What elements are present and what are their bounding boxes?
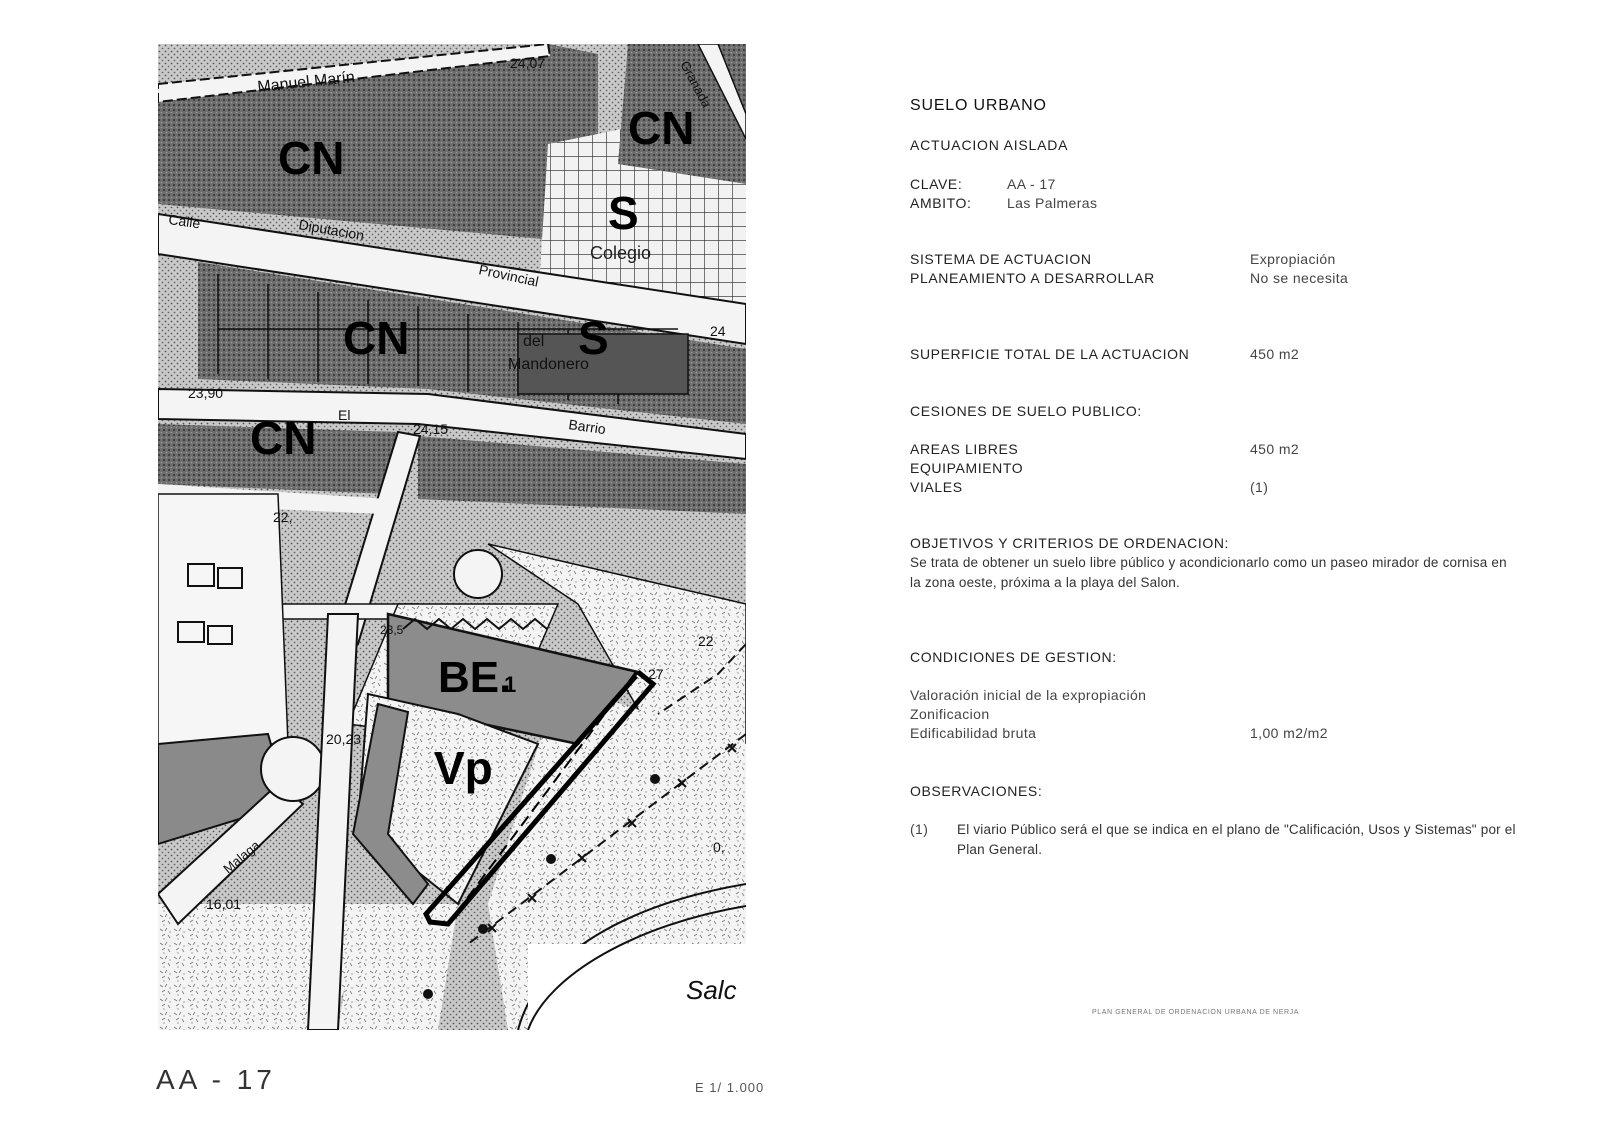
zone-label-cn-1: CN	[278, 132, 344, 184]
zone-label-vp: Vp	[434, 742, 493, 794]
clave-label: CLAVE:	[910, 176, 963, 192]
planeamiento-value: No se necesita	[1250, 270, 1349, 286]
observacion-number: (1)	[910, 821, 929, 837]
elevation-label: 22,	[273, 509, 292, 525]
elevation-label: 0,	[713, 839, 725, 855]
street-label-calle: Calle	[168, 211, 202, 231]
map-scale: E 1/ 1.000	[695, 1080, 765, 1095]
viales-value: (1)	[1250, 479, 1269, 495]
objetivos-label: OBJETIVOS Y CRITERIOS DE ORDENACION:	[910, 535, 1230, 551]
street-label-salon: Salc	[686, 975, 737, 1005]
sistema-value: Expropiación	[1250, 251, 1336, 267]
elevation-label: 24	[710, 323, 726, 339]
observaciones-label: OBSERVACIONES:	[910, 783, 1043, 799]
sistema-label: SISTEMA DE ACTUACION	[910, 251, 1092, 267]
observacion-text: El viario Público será el que se indica …	[957, 822, 1516, 857]
zone-label-be-sub: 1	[504, 672, 516, 697]
zone-label-cn-4: CN	[250, 412, 316, 464]
areas-libres-label: AREAS LIBRES	[910, 441, 1019, 457]
ambito-value: Las Palmeras	[1007, 195, 1098, 211]
ficha-subtitle: ACTUACION AISLADA	[910, 137, 1069, 153]
zone-label-be: BE.	[438, 653, 511, 702]
site-plan-map: Manuel Marín Granada Calle Diputacion Pr…	[158, 44, 746, 1030]
place-label-colegio: Colegio	[590, 243, 651, 263]
zone-label-s-1: S	[608, 187, 639, 239]
elevation-label: 23,90	[188, 385, 223, 401]
equipamiento-label: EQUIPAMIENTO	[910, 460, 1024, 476]
place-label-del: del	[523, 333, 544, 350]
street-label-barrio: Barrio	[568, 416, 607, 437]
ficha-title: SUELO URBANO	[910, 97, 1047, 114]
elevation-label: 23,5	[380, 623, 404, 637]
plan-footer: PLAN GENERAL DE ORDENACION URBANA DE NER…	[1092, 1009, 1299, 1016]
planeamiento-label: PLANEAMIENTO A DESARROLLAR	[910, 270, 1155, 286]
elevation-label: 20,23	[326, 731, 361, 747]
street-label-el: El	[338, 407, 350, 423]
elevation-label: 16,01	[206, 896, 241, 912]
zone-label-s-2: S	[578, 312, 609, 364]
areas-libres-value: 450 m2	[1250, 441, 1300, 457]
clave-value: AA - 17	[1007, 176, 1056, 192]
zone-label-cn-2: CN	[628, 102, 694, 154]
objetivos-text: Se trata de obtener un suelo libre públi…	[910, 555, 1507, 590]
sheet-code: AA - 17	[156, 1064, 276, 1095]
elevation-label: 24,07	[510, 55, 545, 71]
superficie-label: SUPERFICIE TOTAL DE LA ACTUACION	[910, 346, 1190, 362]
valoracion-label: Valoración inicial de la expropiación	[910, 687, 1147, 703]
zonificacion-label: Zonificacion	[910, 706, 990, 722]
edificabilidad-value: 1,00 m2/m2	[1250, 725, 1328, 741]
viales-label: VIALES	[910, 479, 963, 495]
place-label-mandonero: Mandonero	[508, 356, 589, 373]
cesiones-label: CESIONES DE SUELO PUBLICO:	[910, 403, 1142, 419]
elevation-label: 24,15	[413, 421, 448, 437]
superficie-value: 450 m2	[1250, 346, 1300, 362]
ambito-label: AMBITO:	[910, 195, 972, 211]
elevation-label: 22	[698, 633, 714, 649]
zone-label-cn-3: CN	[343, 312, 409, 364]
edificabilidad-label: Edificabilidad bruta	[910, 725, 1037, 741]
condiciones-label: CONDICIONES DE GESTION:	[910, 649, 1117, 665]
elevation-label: 27	[648, 666, 664, 682]
